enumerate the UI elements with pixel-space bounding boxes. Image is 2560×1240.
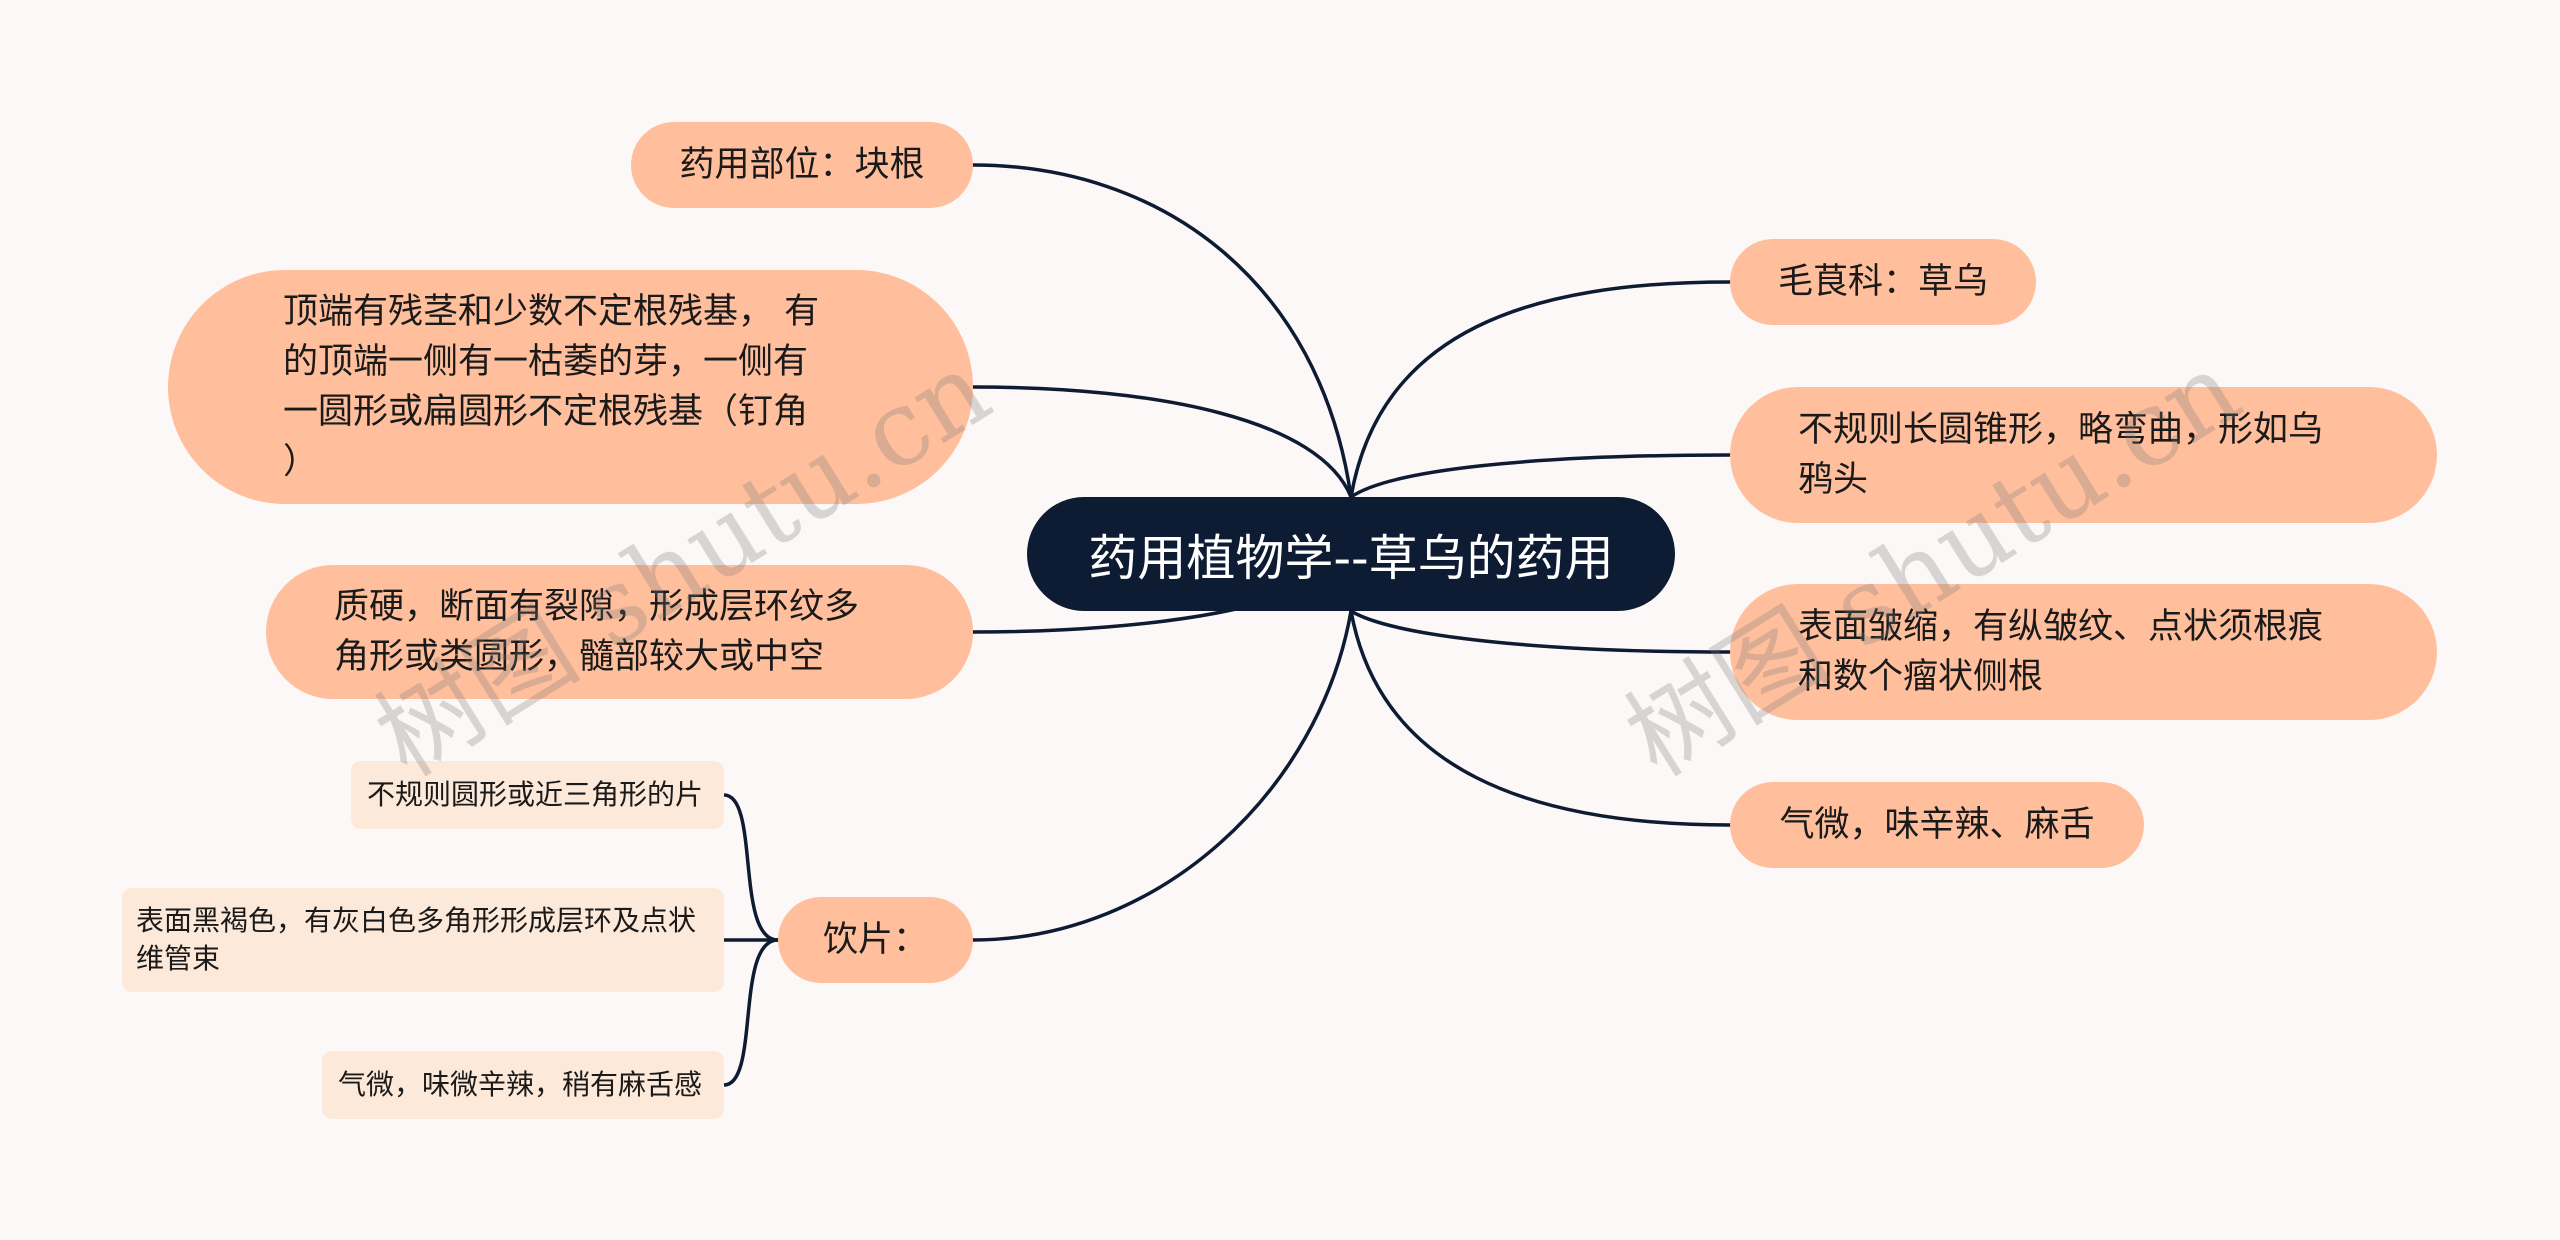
- slice-leaf-surface-label: 表面黑褐色，有灰白色多角形形成层环及点状 维管束: [136, 904, 697, 975]
- topic-family-label: 毛茛科：草乌: [1777, 262, 1988, 302]
- link-family: [1349, 280, 1732, 499]
- topic-family[interactable]: 毛茛科：草乌: [1730, 239, 2036, 325]
- topic-texture[interactable]: 质硬，断面有裂隙，形成层环纹多 角形或类圆形，髓部较大或中空: [266, 565, 973, 699]
- topic-surface-label: 表面皱缩，有纵皱纹、点状须根痕 和数个瘤状侧根: [1798, 607, 2324, 697]
- topic-medicinal-part-label: 药用部位：块根: [679, 145, 925, 185]
- slice-leaf-shape-label: 不规则圆形或近三角形的片: [367, 778, 704, 811]
- topic-slices[interactable]: 饮片：: [778, 897, 973, 983]
- topic-smell[interactable]: 气微，味辛辣、麻舌: [1730, 782, 2144, 868]
- link-leaf-1: [722, 793, 780, 942]
- topic-texture-label: 质硬，断面有裂隙，形成层环纹多 角形或类圆形，髓部较大或中空: [334, 587, 860, 677]
- topic-medicinal-part[interactable]: 药用部位：块根: [631, 122, 973, 208]
- topic-top-description-label: 顶端有残茎和少数不定根残基， 有 的顶端一侧有一枯萎的芽，一侧有 一圆形或扁圆形…: [283, 292, 820, 482]
- topic-shape-label: 不规则长圆锥形，略弯曲，形如乌 鸦头: [1798, 410, 2324, 500]
- link-smell: [1349, 609, 1732, 827]
- link-part: [971, 163, 1353, 499]
- slice-leaf-taste[interactable]: 气微，味微辛辣，稍有麻舌感: [322, 1051, 724, 1119]
- slice-leaf-shape[interactable]: 不规则圆形或近三角形的片: [351, 761, 724, 829]
- topic-smell-label: 气微，味辛辣、麻舌: [1779, 805, 2095, 845]
- slice-leaf-taste-label: 气微，味微辛辣，稍有麻舌感: [338, 1068, 703, 1101]
- topic-shape[interactable]: 不规则长圆锥形，略弯曲，形如乌 鸦头: [1730, 387, 2437, 523]
- link-top-desc: [971, 385, 1353, 499]
- root-topic[interactable]: 药用植物学--草乌的药用: [1027, 497, 1675, 611]
- link-surface: [1349, 609, 1732, 654]
- slice-leaf-surface[interactable]: 表面黑褐色，有灰白色多角形形成层环及点状 维管束: [122, 888, 724, 992]
- topic-top-description[interactable]: 顶端有残茎和少数不定根残基， 有 的顶端一侧有一枯萎的芽，一侧有 一圆形或扁圆形…: [168, 270, 973, 504]
- link-slices: [971, 609, 1353, 942]
- root-title: 药用植物学--草乌的药用: [1088, 529, 1614, 587]
- topic-surface[interactable]: 表面皱缩，有纵皱纹、点状须根痕 和数个瘤状侧根: [1730, 584, 2437, 720]
- link-leaf-3: [722, 938, 780, 1087]
- link-shape: [1349, 453, 1732, 499]
- topic-slices-label: 饮片：: [822, 920, 928, 960]
